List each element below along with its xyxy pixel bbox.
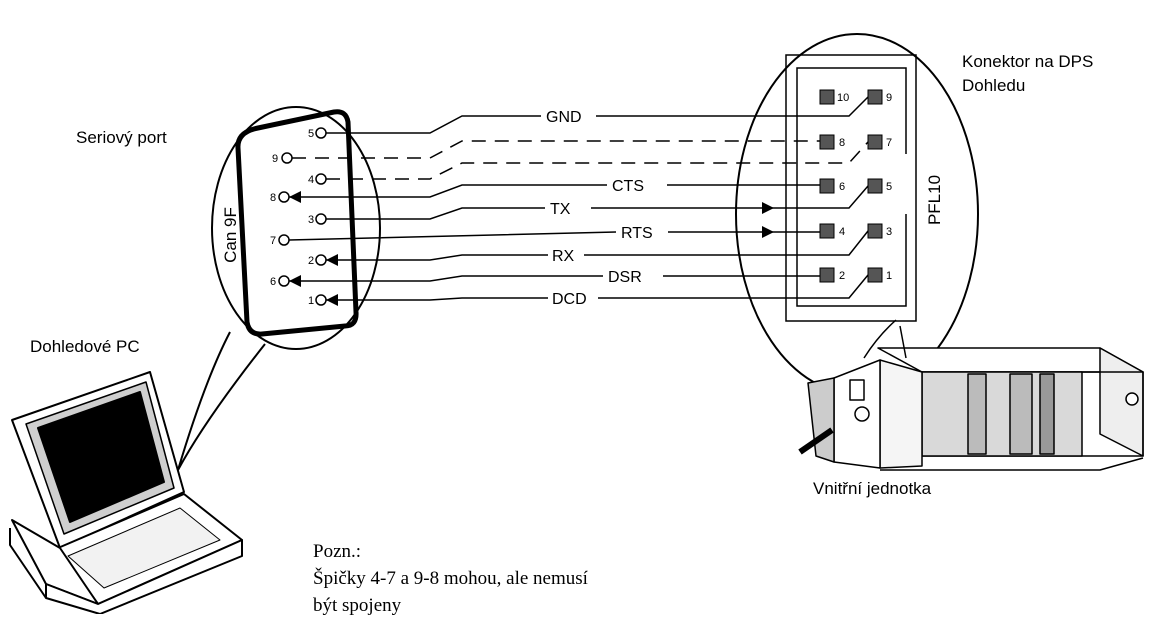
wire-dcd xyxy=(326,274,869,300)
signal-gnd: GND xyxy=(546,109,582,126)
db9-pin-6: 6 xyxy=(270,276,276,288)
db9-pin-8: 8 xyxy=(270,192,276,204)
note-line-1: Špičky 4-7 a 9-8 mohou, ale nemusí xyxy=(313,568,588,589)
pfl-pin-7: 7 xyxy=(886,137,892,149)
pfl-pin-1: 1 xyxy=(886,270,892,282)
db9-pin-3: 3 xyxy=(308,214,314,226)
signal-cts: CTS xyxy=(612,178,644,195)
signal-rx: RX xyxy=(552,248,575,265)
pfl-pin-6: 6 xyxy=(839,181,845,193)
wire-dashed-9-8 xyxy=(292,140,820,159)
wires xyxy=(288,96,869,300)
signal-dsr: DSR xyxy=(608,269,642,286)
callout-tail xyxy=(177,331,266,471)
db9-pin-5: 5 xyxy=(308,128,314,140)
signal-tx: TX xyxy=(550,201,571,218)
db9-connector-shell xyxy=(235,109,359,337)
db9-pin-1: 1 xyxy=(308,295,314,307)
serial-port-callout-ellipse xyxy=(211,106,381,350)
wire-tx xyxy=(326,208,774,219)
pfl-pin-10: 10 xyxy=(837,92,849,104)
wire-dashed-4-7 xyxy=(326,141,869,180)
signal-dcd: DCD xyxy=(552,291,587,308)
note-block: Pozn.: Špičky 4-7 a 9-8 mohou, ale nemus… xyxy=(313,538,753,619)
laptop-illustration xyxy=(9,371,243,614)
serial-port-label: Seriový port xyxy=(76,128,167,147)
pfl10-inner-frame xyxy=(796,67,907,307)
pfl10-label: PFL10 xyxy=(925,175,944,225)
signal-rts: RTS xyxy=(621,225,653,242)
pfl-pin-2: 2 xyxy=(839,270,845,282)
db9-pins: 5 9 4 8 3 7 2 6 1 xyxy=(270,127,327,307)
wire-rts xyxy=(288,232,774,240)
wire-gnd xyxy=(326,96,869,134)
connector-title-line2: Dohledu xyxy=(962,76,1025,95)
db9-pin-7: 7 xyxy=(270,235,276,247)
indoor-unit-illustration xyxy=(798,319,1144,471)
pc-label: Dohledové PC xyxy=(30,337,140,356)
wire-cts xyxy=(289,185,820,197)
note-title: Pozn.: xyxy=(313,541,362,562)
note-line-2: být spojeny xyxy=(313,595,402,616)
can9f-label: Can 9F xyxy=(221,207,240,263)
pfl-pin-3: 3 xyxy=(886,226,892,238)
db9-pin-4: 4 xyxy=(308,174,314,186)
connector-title-line1: Konektor na DPS xyxy=(962,52,1093,71)
db9-pin-2: 2 xyxy=(308,255,314,267)
inner-unit-label: Vnitřní jednotka xyxy=(813,479,932,498)
db9-pin-9: 9 xyxy=(272,153,278,165)
wire-dsr xyxy=(289,276,820,281)
pfl10-pins: 10 9 8 7 6 5 4 3 2 1 xyxy=(819,89,892,283)
pfl10-outer-frame xyxy=(785,54,917,322)
pfl-pin-4: 4 xyxy=(839,226,845,238)
pfl-pin-8: 8 xyxy=(839,137,845,149)
pfl-pin-5: 5 xyxy=(886,181,892,193)
wire-rx xyxy=(326,230,869,260)
pfl-pin-9: 9 xyxy=(886,92,892,104)
